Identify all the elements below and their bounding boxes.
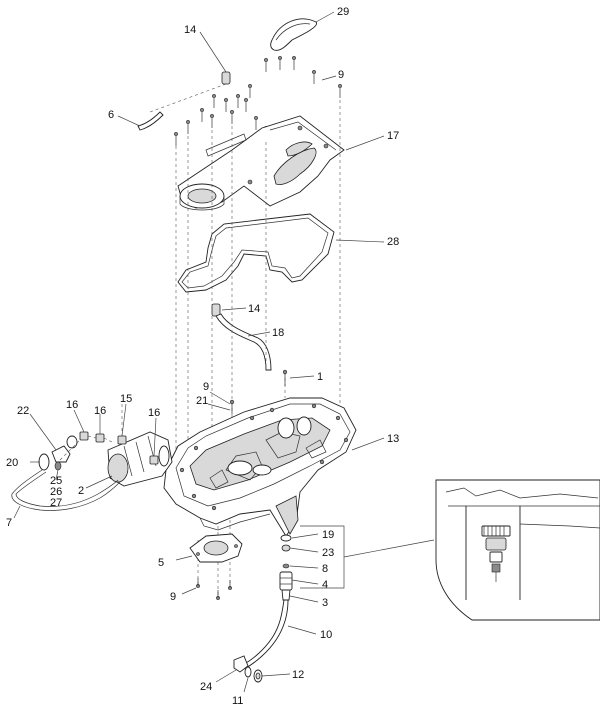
callout-9-upper: 9 bbox=[338, 69, 344, 81]
callout-14-lower: 14 bbox=[248, 303, 260, 315]
bolt-group-upper bbox=[174, 56, 342, 146]
callout-20: 20 bbox=[6, 457, 18, 469]
callout-8: 8 bbox=[322, 563, 328, 575]
callout-2: 2 bbox=[78, 485, 84, 497]
callout-labels: 29 14 9 6 17 28 14 18 1 9 21 13 22 16 16… bbox=[6, 6, 399, 707]
callout-28: 28 bbox=[387, 236, 399, 248]
callout-18: 18 bbox=[272, 327, 284, 339]
part-19-oring bbox=[280, 534, 292, 542]
callout-7: 7 bbox=[6, 517, 12, 529]
part-23-washer bbox=[281, 544, 291, 552]
callout-21: 21 bbox=[196, 395, 208, 407]
part-28-seal-gasket bbox=[177, 213, 335, 293]
part-3-fitting bbox=[281, 589, 291, 601]
part-1-bolt bbox=[282, 369, 288, 386]
leader-lines bbox=[13, 11, 385, 693]
part-11-washer bbox=[244, 666, 252, 678]
callout-3: 3 bbox=[322, 597, 328, 609]
part-20-clip bbox=[38, 453, 50, 471]
callout-14-upper: 14 bbox=[184, 24, 196, 36]
callout-27: 27 bbox=[50, 497, 62, 509]
part-10-hose bbox=[243, 599, 289, 669]
callout-23: 23 bbox=[322, 547, 334, 559]
part-9-21-fasteners bbox=[229, 399, 235, 414]
callout-17: 17 bbox=[387, 130, 399, 142]
part-18-hose bbox=[215, 313, 272, 371]
part-22-elbow bbox=[51, 435, 78, 463]
part-5-flange bbox=[189, 533, 243, 600]
callout-12: 12 bbox=[292, 669, 304, 681]
detail-inset bbox=[435, 479, 600, 621]
part-14-fitting-upper bbox=[149, 71, 231, 113]
callout-11: 11 bbox=[232, 695, 243, 707]
part-17-adapter-plate bbox=[177, 115, 345, 211]
part-6-hose bbox=[137, 111, 164, 131]
callout-19: 19 bbox=[322, 529, 334, 541]
part-9-21-bolt-left bbox=[59, 439, 81, 461]
callout-9-lower: 9 bbox=[170, 591, 176, 603]
callout-13: 13 bbox=[387, 433, 399, 445]
callout-22: 22 bbox=[17, 405, 29, 417]
callout-24: 24 bbox=[200, 681, 212, 693]
part-7-drain-hose bbox=[11, 469, 121, 511]
part-8-seal bbox=[282, 563, 290, 569]
part-15-clamp bbox=[117, 404, 127, 445]
callout-25: 25 bbox=[50, 475, 62, 487]
part-13-oil-pan bbox=[163, 397, 357, 537]
callout-15: 15 bbox=[120, 393, 132, 405]
part-12-cap bbox=[253, 669, 263, 683]
callout-6: 6 bbox=[108, 109, 114, 121]
part-25-27-clip-set bbox=[54, 461, 62, 471]
part-29-gasket bbox=[270, 18, 318, 51]
callout-4: 4 bbox=[322, 579, 328, 591]
callout-16-a: 16 bbox=[66, 399, 78, 411]
part-2-water-separator bbox=[107, 431, 173, 487]
callout-1: 1 bbox=[317, 371, 323, 383]
callout-16-c: 16 bbox=[148, 407, 160, 419]
callout-29: 29 bbox=[337, 6, 349, 18]
callout-10: 10 bbox=[320, 629, 332, 641]
group-bracket bbox=[300, 525, 435, 589]
callout-16-b: 16 bbox=[94, 405, 106, 417]
callout-5: 5 bbox=[158, 557, 164, 569]
part-16-fittings bbox=[79, 431, 159, 465]
part-24-elbow-fitting bbox=[233, 655, 249, 673]
callout-9-mid: 9 bbox=[203, 381, 209, 393]
part-14-fitting-lower bbox=[211, 303, 221, 317]
part-4-connector bbox=[279, 571, 293, 591]
callout-26: 26 bbox=[50, 486, 62, 498]
